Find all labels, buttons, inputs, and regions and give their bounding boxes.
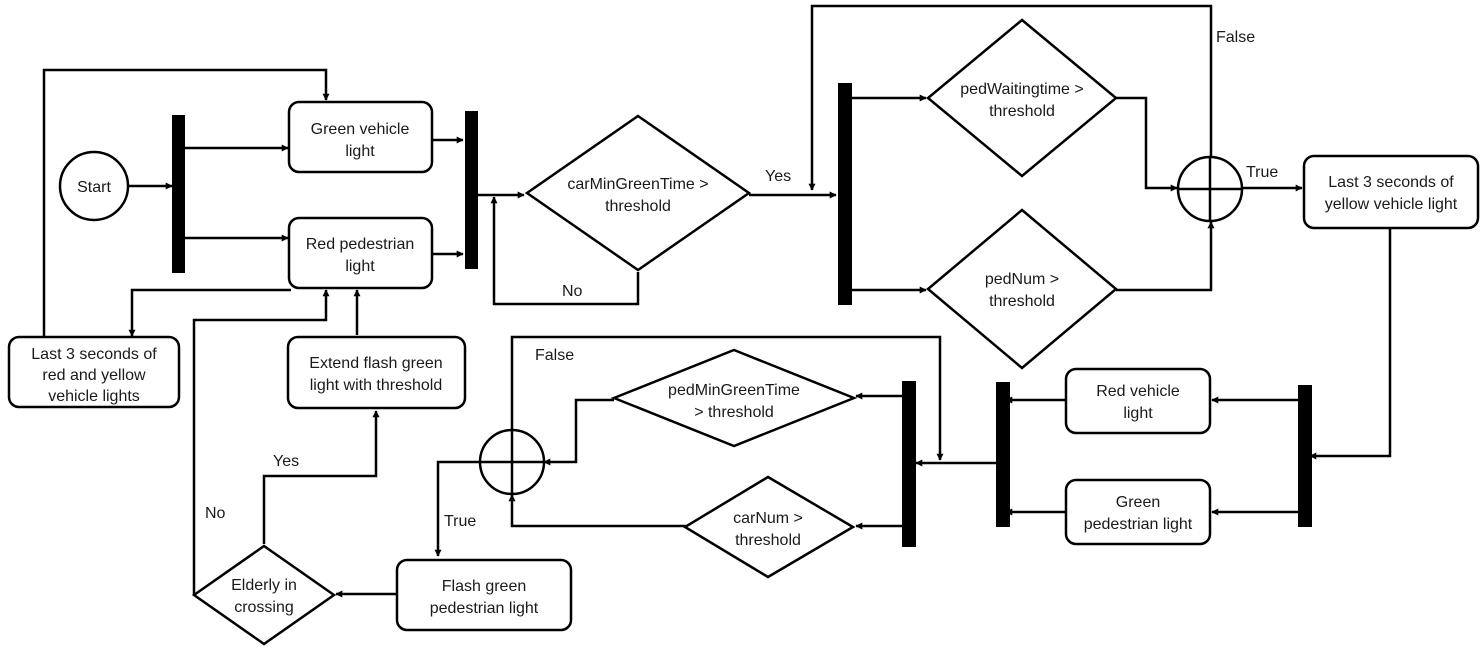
elderly-line1: Elderly in	[231, 577, 297, 594]
fork-bar-4	[902, 381, 916, 547]
green-pedestrian-light-box: Green pedestrian light	[1064, 478, 1212, 546]
or-merge-top	[1176, 155, 1244, 223]
label-true-bottom: True	[444, 513, 476, 530]
label-false-top: False	[1216, 29, 1255, 46]
edge-ped-waiting-to-or	[1116, 96, 1178, 192]
ped-waiting-time-decision: pedWaitingtime > threshold	[926, 18, 1118, 178]
start-node: Start	[58, 150, 130, 222]
fork-bar-1	[172, 115, 185, 273]
green-vehicle-light-line1: Green vehicle	[311, 121, 410, 138]
ped-num-line2: threshold	[989, 293, 1055, 310]
car-num-decision: carNum > threshold	[682, 475, 856, 579]
label-no-elderly: No	[205, 505, 226, 522]
ped-waiting-line2: threshold	[989, 103, 1055, 120]
edge-car-num-to-or2	[508, 494, 686, 528]
edge-ped-min-green-to-or2	[543, 398, 614, 466]
fork-bar-2	[838, 83, 852, 305]
flash-green-pedestrian-light-box: Flash green pedestrian light	[395, 558, 573, 632]
car-num-line1: carNum >	[733, 510, 803, 527]
or-merge-bottom	[478, 428, 546, 496]
ped-min-green-line2: > threshold	[694, 404, 774, 421]
edge-car-min-green-no-loop	[490, 196, 640, 306]
red-vehicle-light-line1: Red vehicle	[1096, 383, 1180, 400]
green-pedestrian-light-line1: Green	[1116, 494, 1160, 511]
start-label: Start	[77, 179, 111, 196]
car-num-line2: threshold	[735, 532, 801, 549]
ped-min-green-line1: pedMinGreenTime	[668, 382, 800, 399]
red-pedestrian-light-line2: light	[345, 258, 375, 275]
yellow-last-3-seconds-line1: Last 3 seconds of	[1328, 174, 1454, 191]
extend-flash-green-line2: light with threshold	[310, 377, 443, 394]
green-pedestrian-light-line2: pedestrian light	[1084, 516, 1193, 533]
edge-elderly-yes-to-extend	[262, 410, 380, 544]
join-bar-3	[996, 382, 1010, 527]
edge-or-false-loop	[808, 4, 1213, 191]
yellow-last-3-seconds-line2: yellow vehicle light	[1325, 196, 1458, 213]
red-yellow-last-3-line3: vehicle lights	[48, 388, 140, 405]
ped-num-decision: pedNum > threshold	[926, 208, 1118, 370]
ped-num-line1: pedNum >	[985, 271, 1059, 288]
red-yellow-last-3-seconds-box: Last 3 seconds of red and yellow vehicle…	[7, 335, 181, 409]
edge-yellow-to-fork3	[1309, 228, 1392, 460]
extend-flash-green-box: Extend flash green light with threshold	[286, 335, 467, 410]
label-no-car-min-green: No	[562, 283, 583, 300]
red-vehicle-light-line2: light	[1123, 405, 1153, 422]
edge-elderly-no-loop	[192, 289, 330, 594]
edge-or2-false-loop	[510, 335, 944, 461]
green-vehicle-light-box: Green vehicle light	[287, 100, 434, 174]
edge-or2-true-to-flash	[434, 460, 480, 557]
label-true-top: True	[1246, 164, 1278, 181]
label-false-bottom: False	[535, 347, 574, 364]
extend-flash-green-line1: Extend flash green	[309, 355, 442, 372]
elderly-line2: crossing	[234, 599, 294, 616]
yellow-last-3-seconds-box: Last 3 seconds of yellow vehicle light	[1302, 154, 1480, 230]
red-yellow-last-3-line2: red and yellow	[42, 367, 146, 384]
car-min-green-line2: threshold	[605, 198, 671, 215]
join-bar-1	[465, 111, 478, 269]
red-yellow-last-3-line1: Last 3 seconds of	[31, 346, 157, 363]
edge-ped-num-to-or	[1116, 221, 1215, 292]
edge-red-yellow-to-green-vehicle	[42, 68, 330, 336]
ped-min-green-time-decision: pedMinGreenTime > threshold	[610, 348, 858, 448]
connectors	[42, 4, 1392, 598]
flash-green-line2: pedestrian light	[430, 600, 539, 617]
elderly-in-crossing-decision: Elderly in crossing	[191, 544, 337, 646]
flash-green-line1: Flash green	[442, 578, 527, 595]
label-yes-elderly: Yes	[273, 453, 299, 470]
car-min-green-line1: carMinGreenTime >	[567, 176, 708, 193]
green-vehicle-light-line2: light	[345, 143, 375, 160]
fork-bar-3	[1298, 385, 1312, 527]
red-vehicle-light-box: Red vehicle light	[1064, 367, 1212, 435]
label-yes-car-min-green: Yes	[765, 168, 791, 185]
red-pedestrian-light-line1: Red pedestrian	[306, 236, 415, 253]
edge-red-pedestrian-to-red-yellow	[128, 288, 291, 337]
ped-waiting-line1: pedWaitingtime >	[960, 81, 1083, 98]
red-pedestrian-light-box: Red pedestrian light	[287, 216, 434, 290]
car-min-green-time-decision: carMinGreenTime > threshold	[524, 114, 752, 272]
